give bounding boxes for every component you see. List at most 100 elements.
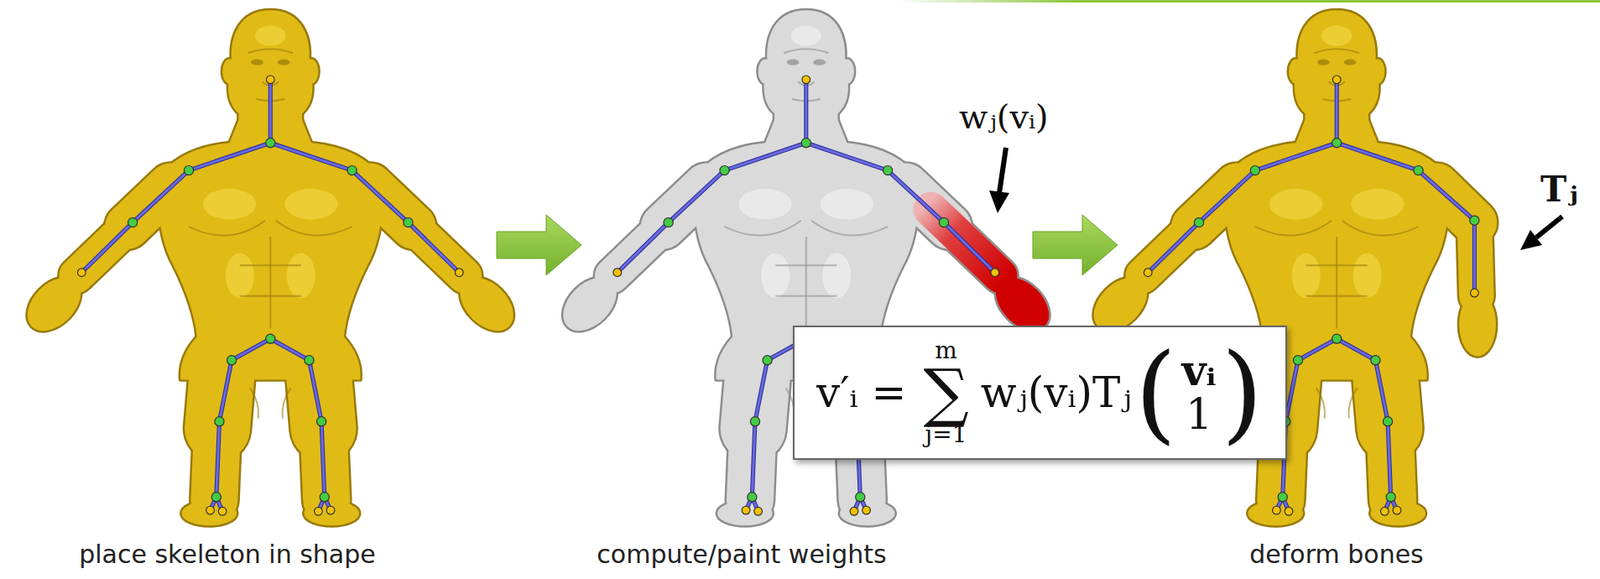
skeleton-bone: [751, 421, 756, 497]
transform-label: Tⱼ: [1540, 169, 1578, 210]
detail-line: [275, 220, 352, 236]
skeleton-bone: [270, 142, 352, 171]
skeleton-bone: [407, 222, 459, 273]
skeleton-bone: [352, 170, 409, 223]
formula-box: v′ᵢ =m∑j=1wⱼ(vᵢ)Tⱼ(vᵢ1): [792, 325, 1288, 460]
eye: [250, 59, 264, 66]
skeleton-bone: [1285, 359, 1298, 422]
top-bar: [897, 0, 1600, 3]
highlight: [1353, 253, 1382, 299]
skeleton-bone: [268, 79, 273, 143]
body-part: [222, 59, 237, 84]
skeleton-joint: [1277, 492, 1288, 502]
skeleton-end: [77, 268, 86, 277]
skeleton-end: [802, 75, 811, 84]
skeleton-bone: [321, 421, 325, 497]
weight-label: wⱼ(vᵢ): [958, 97, 1049, 136]
skeleton-bone: [132, 170, 189, 223]
skeleton-bone: [1418, 170, 1475, 221]
figure-panel: deform bones: [1117, 0, 1571, 579]
detail-line: [281, 387, 291, 418]
skeleton-bone: [1285, 359, 1298, 422]
body-part: [181, 500, 237, 526]
skeleton-bone: [755, 359, 768, 422]
skeleton-joint: [882, 166, 892, 176]
skeleton-bone: [216, 421, 220, 497]
body-part: [758, 59, 773, 84]
skeleton-joint: [1469, 215, 1480, 225]
body-part: [839, 500, 896, 526]
formula-column: vᵢ1: [1182, 349, 1217, 438]
body-part: [758, 59, 773, 84]
body-part: [1370, 59, 1385, 84]
skeleton-bone: [751, 421, 756, 497]
skeleton-end: [1284, 506, 1293, 516]
body-part: [1247, 500, 1303, 526]
skeleton-bone: [887, 170, 944, 223]
skeleton-bone: [668, 170, 725, 223]
body-part: [222, 59, 237, 84]
detail-line: [1341, 220, 1418, 236]
highlight: [286, 253, 316, 299]
body-part: [1459, 292, 1496, 356]
skeleton-end: [849, 506, 859, 516]
figures: [17, 10, 1496, 526]
skeleton-end: [1381, 506, 1390, 516]
formula-term: vᵢ: [1182, 349, 1217, 394]
skeleton-end: [265, 75, 275, 84]
skeleton-joint: [317, 416, 327, 427]
skeleton-bone: [309, 359, 323, 422]
skeleton-end: [862, 505, 871, 515]
skeleton-joint: [1332, 333, 1342, 344]
skeleton-bone: [755, 359, 768, 422]
body-part: [1370, 500, 1426, 526]
skeleton-bone: [188, 142, 271, 171]
skeleton-joint: [226, 355, 236, 365]
detail-line: [775, 295, 837, 298]
skeleton-joint: [1370, 355, 1381, 365]
skeleton-end: [206, 505, 215, 515]
skeleton-bone: [352, 170, 409, 223]
skeleton-bone: [269, 79, 272, 143]
skeleton-end: [1392, 505, 1402, 515]
skeleton-bone: [803, 79, 808, 143]
highlight: [1292, 253, 1321, 299]
skeleton-joint: [801, 138, 811, 148]
skeleton-joint: [319, 492, 329, 502]
highlight: [1321, 25, 1352, 46]
skeleton-bone: [132, 170, 189, 223]
flow-arrow: [496, 214, 582, 276]
detail-line: [1316, 387, 1325, 418]
skeleton-joint: [1193, 218, 1204, 228]
body-part: [303, 59, 318, 84]
body-part: [839, 500, 896, 526]
skeleton-bone: [81, 222, 133, 273]
body-part: [1370, 500, 1426, 526]
skeleton-bone: [407, 222, 459, 273]
skeleton-bone: [231, 338, 271, 361]
skeleton-bone: [1375, 359, 1388, 422]
skeleton-bone: [1255, 142, 1337, 171]
skeleton-bone: [1297, 338, 1337, 361]
skeleton-bone: [1147, 222, 1199, 273]
body-part: [181, 500, 237, 526]
skeleton-joint: [183, 166, 193, 176]
skeleton-joint: [1382, 416, 1392, 427]
formula-term: m: [934, 338, 958, 363]
detail-line: [775, 264, 837, 266]
skeleton-bone: [218, 359, 232, 422]
highlight: [255, 25, 286, 46]
body-part: [717, 500, 773, 526]
body-part: [839, 59, 855, 84]
body-part: [157, 117, 383, 381]
skeleton-joint: [1250, 166, 1260, 176]
skeleton-bone: [943, 222, 996, 273]
body-part: [17, 267, 92, 342]
leader-head: [1520, 229, 1543, 251]
figure-panel: place skeleton in shape: [25, 0, 497, 579]
skeleton-end: [314, 506, 324, 516]
body-part: [303, 500, 360, 526]
skeleton-end: [1470, 288, 1480, 298]
detail-line: [783, 48, 829, 53]
